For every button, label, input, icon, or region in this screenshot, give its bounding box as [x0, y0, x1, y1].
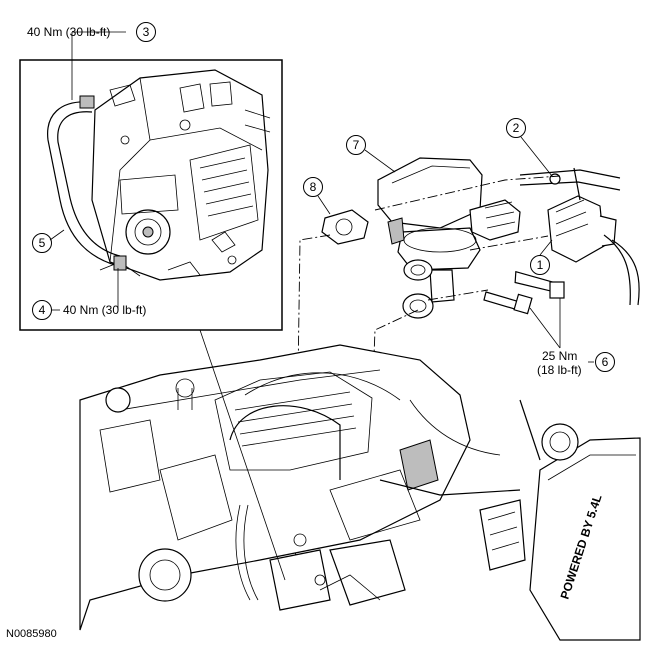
callout-5-number: 5 — [39, 236, 46, 250]
egr-vacuum-regulator — [547, 195, 640, 306]
egr-tube — [47, 95, 127, 271]
callout-6-torque-line2: (18 lb-ft) — [537, 363, 582, 377]
ignition-coil — [479, 499, 526, 571]
callout-7: 7 — [346, 135, 396, 173]
valve-cover: POWERED BY 5.4L — [479, 423, 641, 641]
callout-3-torque: 40 Nm (30 lb-ft) — [27, 25, 110, 39]
egr-spacer-rings — [402, 259, 434, 319]
callout-5: 5 — [32, 229, 65, 253]
callout-2: 2 — [506, 118, 553, 177]
egr-valve-installed — [399, 439, 439, 491]
callout-6-torque-line1: 25 Nm — [542, 349, 577, 363]
tube-fitting-lower — [113, 255, 127, 271]
figure-id: N0085980 — [6, 628, 57, 640]
egr-gasket — [321, 209, 369, 245]
callout-2-number: 2 — [513, 121, 520, 135]
callout-1-number: 1 — [537, 258, 544, 272]
callout-8-number: 8 — [310, 180, 317, 194]
callout-4-torque: 40 Nm (30 lb-ft) — [63, 303, 146, 317]
callout-8: 8 — [303, 177, 331, 215]
vacuum-hoses — [519, 167, 621, 201]
egr-valve-assembly — [377, 157, 521, 303]
callout-4-number: 4 — [39, 303, 46, 317]
callout-7-number: 7 — [353, 138, 360, 152]
callout-3: 40 Nm (30 lb-ft) 3 — [27, 22, 156, 42]
callout-3-number: 3 — [143, 25, 150, 39]
callout-6-number: 6 — [602, 355, 609, 369]
callout-6: 25 Nm (18 lb-ft) 6 — [529, 298, 615, 377]
egr-sensor-block — [469, 199, 521, 241]
engine-assembly — [79, 344, 501, 631]
inset-detail-panel — [19, 59, 283, 331]
callout-1: 1 — [530, 239, 553, 275]
egr-mounting-bolts — [483, 270, 565, 315]
oil-filler-cap — [541, 423, 579, 461]
egr-valve-body — [377, 157, 483, 229]
tube-fitting-upper — [79, 95, 95, 109]
callout-4: 4 40 Nm (30 lb-ft) — [32, 300, 146, 320]
throttle-body — [138, 548, 192, 602]
inset-engine-block — [91, 69, 271, 281]
